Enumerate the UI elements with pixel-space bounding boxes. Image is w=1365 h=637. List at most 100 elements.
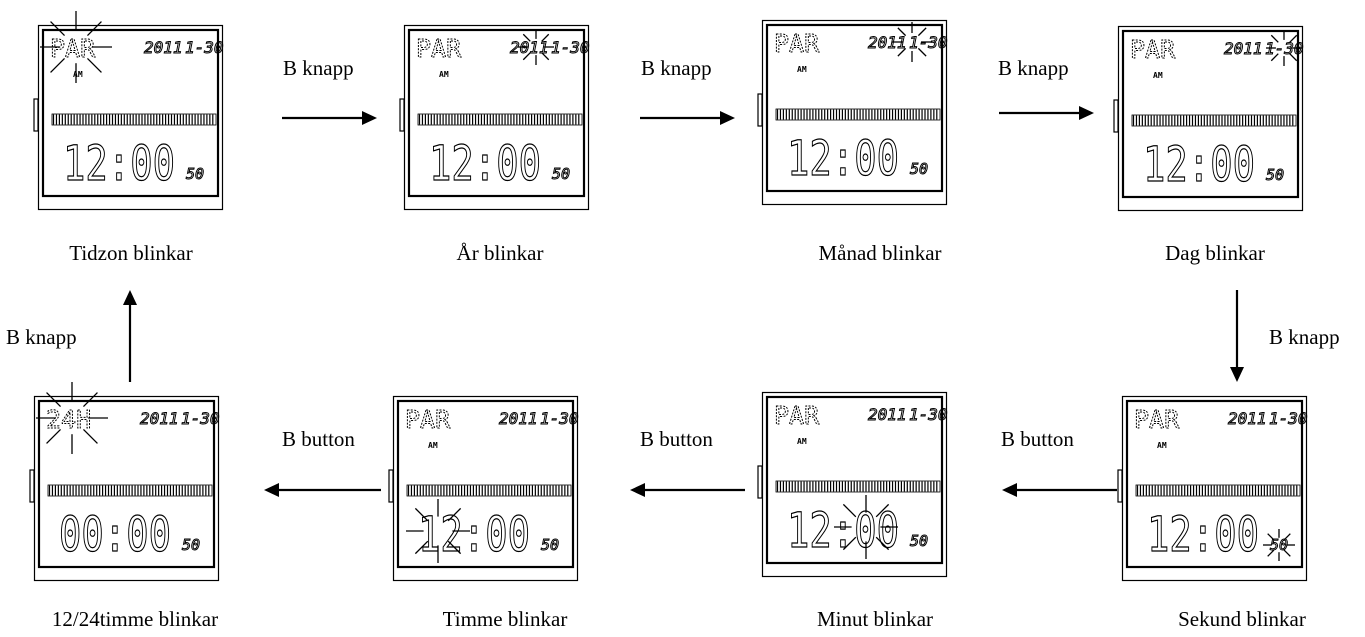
seconds-display: 50 [552,165,570,183]
side-button [388,469,394,503]
segment-bar [1135,484,1301,497]
caption-second: Sekund blinkar [1178,607,1306,631]
am-indicator: AM [439,70,449,79]
display-inner-frame [1125,399,1304,569]
date-label: 1-30 [1269,409,1308,428]
side-button [29,469,35,503]
am-indicator: AM [797,65,807,74]
display-inner-frame [41,28,220,198]
am-indicator: AM [1157,441,1167,450]
arrow-label-3: B knapp [998,56,1069,80]
year-label: 2011 [499,409,538,428]
zone-label: PAR [416,34,462,63]
blink-burst-year [518,29,554,65]
am-indicator: AM [1153,71,1163,80]
time-display: 12:00 [787,131,899,187]
blink-burst-zone [40,11,112,83]
blink-burst-second [1263,529,1295,561]
caption-day: Dag blinkar [1165,241,1265,265]
blink-burst-minute [834,495,898,559]
segment-bar [47,484,213,497]
am-indicator: AM [428,441,438,450]
date-label: 1-30 [185,38,224,57]
display-inner-frame [1121,29,1300,199]
segment-bar [775,108,941,121]
blink-burst-zone [36,382,108,454]
display-inner-frame [765,23,944,193]
time-display: 12:00 [1147,507,1259,563]
date-label: 1-30 [551,38,590,57]
blink-burst-day [1266,30,1302,66]
year-label: 2011 [140,409,179,428]
zone-label: PAR [774,29,820,58]
display-inner-frame [765,395,944,565]
arrow-label-4: B knapp [1269,325,1340,349]
side-button [757,465,763,499]
seconds-display: 50 [541,536,559,554]
date-label: 1-30 [181,409,220,428]
zone-label: PAR [1130,35,1176,64]
arrow-label-1: B knapp [283,56,354,80]
arrow-right-3 [999,106,1094,120]
time-display: 12:00 [63,136,175,192]
arrow-label-6: B button [640,427,713,451]
arrow-down-4 [1230,290,1244,382]
caption-time-zone: Tidzon blinkar [69,241,193,265]
seconds-display: 50 [1266,166,1284,184]
caption-hour: Timme blinkar [442,607,568,631]
segment-bar [406,484,572,497]
segment-bar [1131,114,1297,127]
time-display: 12:00 [1143,137,1255,193]
segment-bar [775,480,941,493]
arrow-left-5 [1002,483,1117,497]
arrow-up-8 [123,290,137,382]
year-label: 2011 [1228,409,1267,428]
zone-label: PAR [405,405,451,434]
seconds-display: 50 [910,160,928,178]
seconds-display: 50 [182,536,200,554]
caption-minute: Minut blinkar [816,607,934,631]
side-button [757,93,763,127]
arrow-label-5: B button [1001,427,1074,451]
display-inner-frame [37,399,216,569]
date-label: 1-30 [540,409,579,428]
year-label: 2011 [1224,39,1263,58]
time-display: 12:00 [418,507,530,563]
date-label: 1-30 [1265,39,1304,58]
time-display: 12:00 [429,136,541,192]
year-label: 2011 [868,405,907,424]
arrow-label-2: B knapp [641,56,712,80]
am-indicator: AM [797,437,807,446]
segment-bar [417,113,583,126]
year-label: 2011 [510,38,549,57]
seconds-display: 50 [1270,536,1288,554]
display-inner-frame [407,28,586,198]
blink-burst-month [892,22,932,62]
arrow-right-2 [640,111,735,125]
seconds-display: 50 [186,165,204,183]
side-button [1113,99,1119,133]
arrow-left-7 [264,483,381,497]
side-button [33,98,39,132]
zone-label: PAR [774,401,820,430]
display-inner-frame [396,399,575,569]
arrow-left-6 [630,483,745,497]
zone-label: PAR [50,34,96,63]
caption-12-24-hour: 12/24timme blinkar [51,607,219,631]
caption-month: Månad blinkar [818,241,942,265]
seconds-display: 50 [910,532,928,550]
side-button [399,98,405,132]
year-label: 2011 [144,38,183,57]
date-label: 1-30 [909,405,948,424]
blink-burst-hour [406,499,470,563]
am-indicator: AM [73,70,83,79]
arrow-right-1 [282,111,377,125]
